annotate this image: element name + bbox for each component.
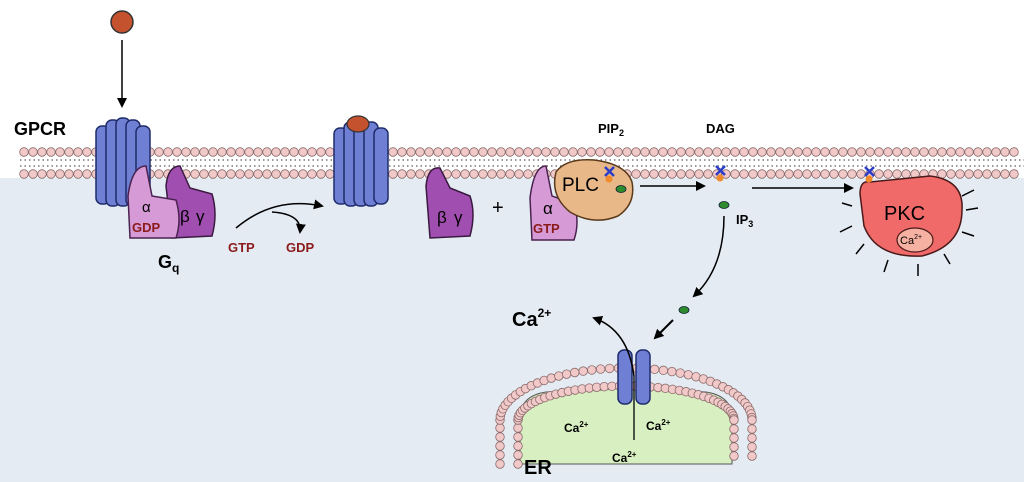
plus-sign: +: [492, 197, 504, 219]
gtp-label-exchange: GTP: [228, 240, 255, 255]
calcium-release-arrow: [592, 315, 635, 377]
dag-label: DAG: [706, 121, 735, 136]
ca-label-er-1: Ca2+: [564, 420, 589, 435]
ip3-receptor-channel: [617, 349, 651, 405]
gtp-label-alpha: GTP: [533, 221, 560, 236]
ip3-label: IP3: [736, 212, 753, 229]
ip3-diffusion-arrow: [692, 215, 725, 298]
nucleotide-exchange-arrow: [235, 199, 324, 229]
ca-label-er-3: Ca2+: [612, 450, 637, 465]
gq-label: Gq: [158, 252, 179, 275]
ligand-free: [110, 10, 134, 34]
er-label: ER: [524, 457, 552, 479]
g-alpha-subunit-bound: [127, 165, 180, 239]
pkc-enzyme: [859, 175, 963, 257]
er-organelle: [495, 363, 757, 469]
ip3-molecule-cytosol: [678, 306, 690, 314]
gamma-label-1: γ: [196, 207, 205, 226]
gq-heterotrimer: [127, 165, 216, 239]
ip3-to-channel-arrow: [653, 319, 674, 340]
pip2-lipid: [604, 166, 615, 183]
alpha-label-2: α: [543, 199, 553, 218]
gpcr-active: [333, 115, 389, 207]
pkc-label: PKC: [884, 203, 925, 225]
pkc-calcium-site: [896, 227, 934, 253]
dag-product-at-plc: [615, 185, 627, 193]
alpha-label-1: α: [142, 199, 151, 216]
ip3-molecule: [718, 201, 730, 209]
beta-label-2: β: [437, 208, 447, 227]
ca-label-er-2: Ca2+: [646, 418, 671, 433]
ligand-bound: [346, 115, 370, 133]
ca-label-cytosol: Ca2+: [512, 306, 551, 331]
gdp-release-arrow: [271, 211, 306, 234]
pkc-activity-rays: [839, 189, 979, 276]
gdp-label-released: GDP: [286, 240, 315, 255]
gamma-label-2: γ: [454, 208, 463, 227]
ca-label-pkc: Ca2+: [900, 234, 922, 247]
dag-lipid-at-pkc: [864, 166, 875, 183]
dag-lipid: [715, 165, 726, 182]
pip2-label: PIP2: [598, 121, 624, 138]
gpcr-label: GPCR: [14, 119, 66, 139]
beta-label-1: β: [180, 207, 190, 226]
plc-label: PLC: [562, 175, 599, 196]
g-beta-gamma-subunit-free: [425, 167, 474, 239]
gdp-label-alpha: GDP: [132, 220, 161, 235]
